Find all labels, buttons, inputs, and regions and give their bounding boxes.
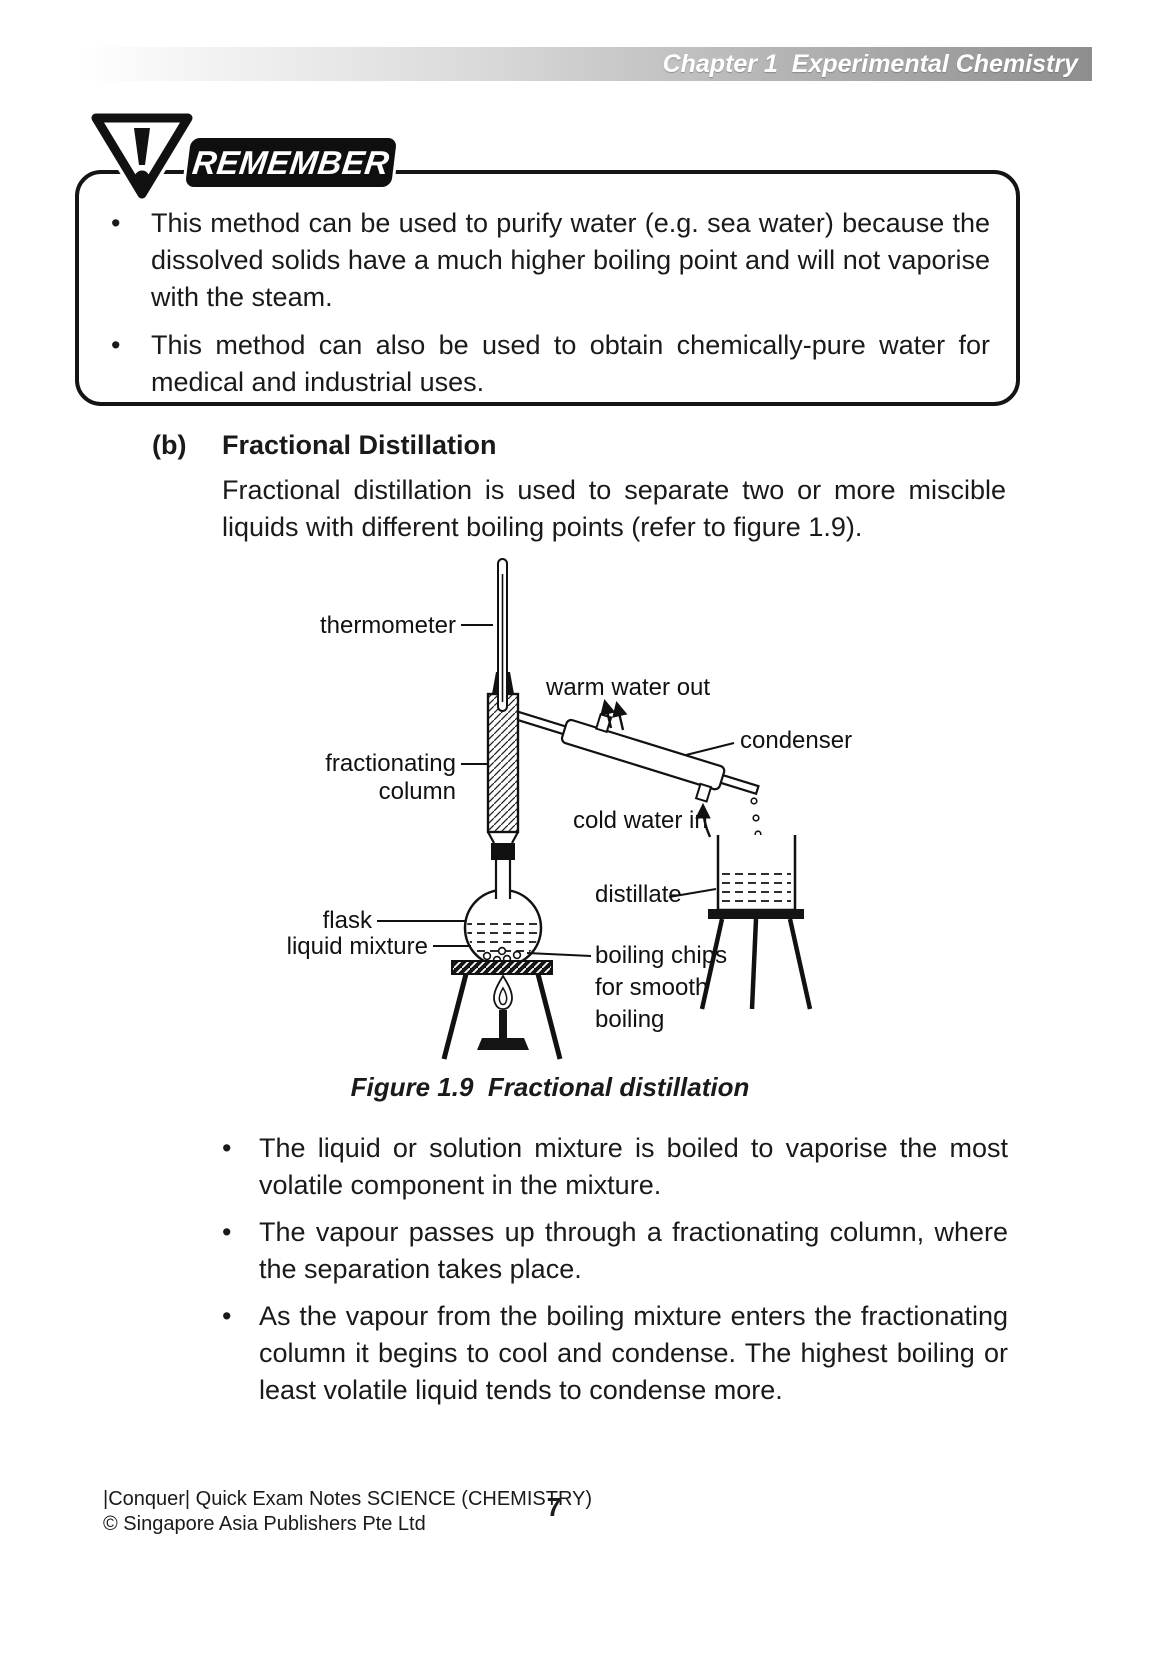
fractional-distillation-diagram: thermometer warm water out condenser fra… xyxy=(287,558,852,1060)
label-boiling-chips-line2: for smooth xyxy=(595,974,708,1001)
section-title: Fractional Distillation xyxy=(222,430,497,460)
body-bullets: • The liquid or solution mixture is boil… xyxy=(222,1130,1008,1409)
label-condenser: condenser xyxy=(740,727,852,754)
remember-banner: REMEMBER xyxy=(184,138,398,187)
footer-publication: |Conquer| Quick Exam Notes SCIENCE (CHEM… xyxy=(103,1488,593,1510)
warm-water-arrow-2 xyxy=(612,700,628,731)
footer: |Conquer| Quick Exam Notes SCIENCE (CHEM… xyxy=(103,1487,592,1537)
chapter-header-bar: Chapter 1 Experimental Chemistry xyxy=(78,47,1092,81)
tripod-and-gauze-shape xyxy=(441,960,563,1060)
remember-box: • This method can be used to purify wate… xyxy=(75,170,1020,406)
flask-shape xyxy=(463,860,543,968)
leader-lines xyxy=(377,624,735,957)
bullet-marker: • xyxy=(222,1301,232,1331)
cold-water-inlet-nozzle xyxy=(694,782,713,803)
distillate-liquid-shape xyxy=(722,873,791,902)
figure-caption: Figure 1.9 Fractional distillation xyxy=(350,1072,750,1102)
label-warm-water-out: warm water out xyxy=(545,674,710,701)
bullet-marker: • xyxy=(222,1133,232,1163)
page-number: 7 xyxy=(546,1492,562,1522)
body-bullet-text: As the vapour from the boiling mixture e… xyxy=(259,1301,1008,1405)
cold-water-arrow xyxy=(695,802,712,838)
label-flask: flask xyxy=(323,907,373,934)
remember-bullet-1: • This method can be used to purify wate… xyxy=(111,205,990,316)
bullet-marker: • xyxy=(111,330,121,360)
label-fractionating-column-line2: column xyxy=(379,778,456,805)
warning-exclamation-icon xyxy=(88,110,196,202)
label-liquid-mixture: liquid mixture xyxy=(287,933,428,960)
body-bullet-text: The liquid or solution mixture is boiled… xyxy=(259,1133,1008,1200)
water-flow-arrows xyxy=(600,698,712,838)
bullet-marker: • xyxy=(111,208,121,238)
label-fractionating-column-line1: fractionating xyxy=(325,750,456,777)
bunsen-burner-shape xyxy=(477,974,529,1050)
footer-copyright: © Singapore Asia Publishers Pte Ltd xyxy=(103,1513,426,1535)
body-bullet-text: The vapour passes up through a fractiona… xyxy=(259,1217,1008,1284)
thermometer-shape xyxy=(497,558,508,712)
body-bullet-1: • The liquid or solution mixture is boil… xyxy=(222,1130,1008,1204)
remember-banner-label: REMEMBER xyxy=(190,143,392,181)
label-cold-water-in: cold water in xyxy=(573,807,708,834)
remember-bullet-text: This method can be used to purify water … xyxy=(151,208,990,312)
label-distillate: distillate xyxy=(595,881,682,908)
bullet-marker: • xyxy=(222,1217,232,1247)
remember-bullet-2: • This method can also be used to obtain… xyxy=(111,327,990,401)
label-thermometer: thermometer xyxy=(320,612,456,639)
beaker-stand-shape xyxy=(699,909,813,1010)
body-bullet-3: • As the vapour from the boiling mixture… xyxy=(222,1298,1008,1409)
label-boiling-chips-line3: boiling xyxy=(595,1006,664,1033)
droplets-shape xyxy=(750,797,762,838)
body-bullet-2: • The vapour passes up through a fractio… xyxy=(222,1214,1008,1288)
section-intro: Fractional distillation is used to separ… xyxy=(222,475,1006,542)
wire-gauze-shape xyxy=(451,960,553,975)
condenser-shape xyxy=(511,709,760,803)
section-heading: (b) Fractional Distillation xyxy=(152,430,497,461)
warm-water-arrow-1 xyxy=(600,698,616,729)
remember-bullet-text: This method can also be used to obtain c… xyxy=(151,330,990,397)
label-boiling-chips-line1: boiling chips xyxy=(595,942,727,969)
beaker-shape xyxy=(716,835,797,912)
column-bottom-connector xyxy=(491,843,515,860)
chapter-title: Chapter 1 Experimental Chemistry xyxy=(662,49,1078,78)
section-label: (b) xyxy=(152,430,187,460)
liquid-mixture-shape xyxy=(467,923,539,952)
